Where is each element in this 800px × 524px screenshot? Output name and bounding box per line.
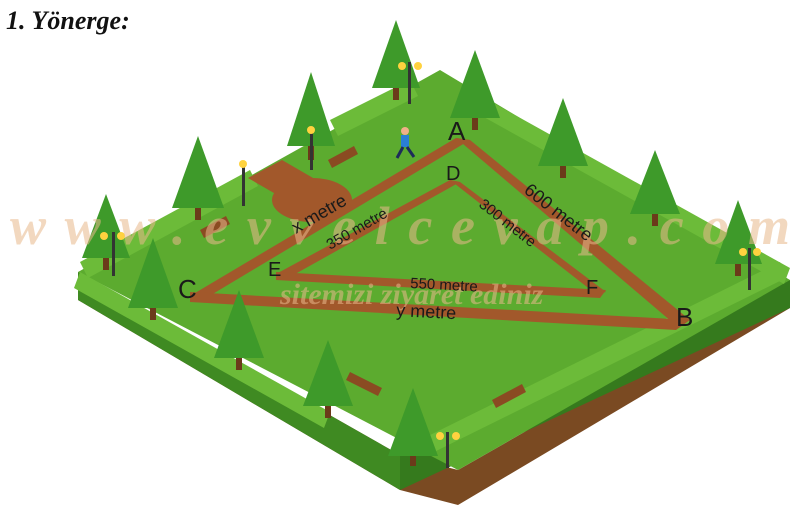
lamp-icon [100, 232, 125, 276]
tree-icon [172, 136, 224, 220]
segment-cb-label: y metre [396, 300, 457, 323]
bench-icon [328, 146, 358, 168]
point-e-label: E [268, 259, 281, 281]
tree-icon [388, 388, 438, 466]
bench-icon [346, 372, 382, 396]
instruction-title: 1. Yönerge: [6, 6, 130, 35]
point-b-label: B [676, 302, 693, 332]
tree-icon [450, 50, 500, 130]
segment-ef-label: 550 metre [410, 275, 478, 296]
trees [82, 20, 762, 466]
point-d-label: D [446, 163, 460, 185]
tree-icon [303, 340, 353, 418]
tree-icon [630, 150, 680, 226]
watermark-line2: sitemizi ziyaret ediniz [279, 278, 544, 311]
lamp-icon [398, 62, 422, 104]
bench-icon [492, 384, 526, 408]
paths [190, 138, 690, 330]
point-f-label: F [586, 277, 598, 299]
bench-icon [200, 216, 230, 238]
point-a-label: A [448, 116, 466, 146]
tree-icon [214, 290, 264, 370]
lamp-icon [239, 160, 247, 206]
hedges [74, 80, 790, 456]
lamp-icon [436, 432, 460, 468]
lamp-icon [739, 248, 761, 290]
furniture [100, 62, 761, 468]
plaza [248, 160, 352, 222]
tree-icon [128, 238, 178, 320]
point-c-label: C [178, 274, 197, 304]
tree-icon [372, 20, 420, 100]
lamp-icon [307, 126, 315, 170]
tree-icon [82, 194, 130, 270]
runner-icon [395, 127, 416, 159]
tree-icon [538, 98, 588, 178]
